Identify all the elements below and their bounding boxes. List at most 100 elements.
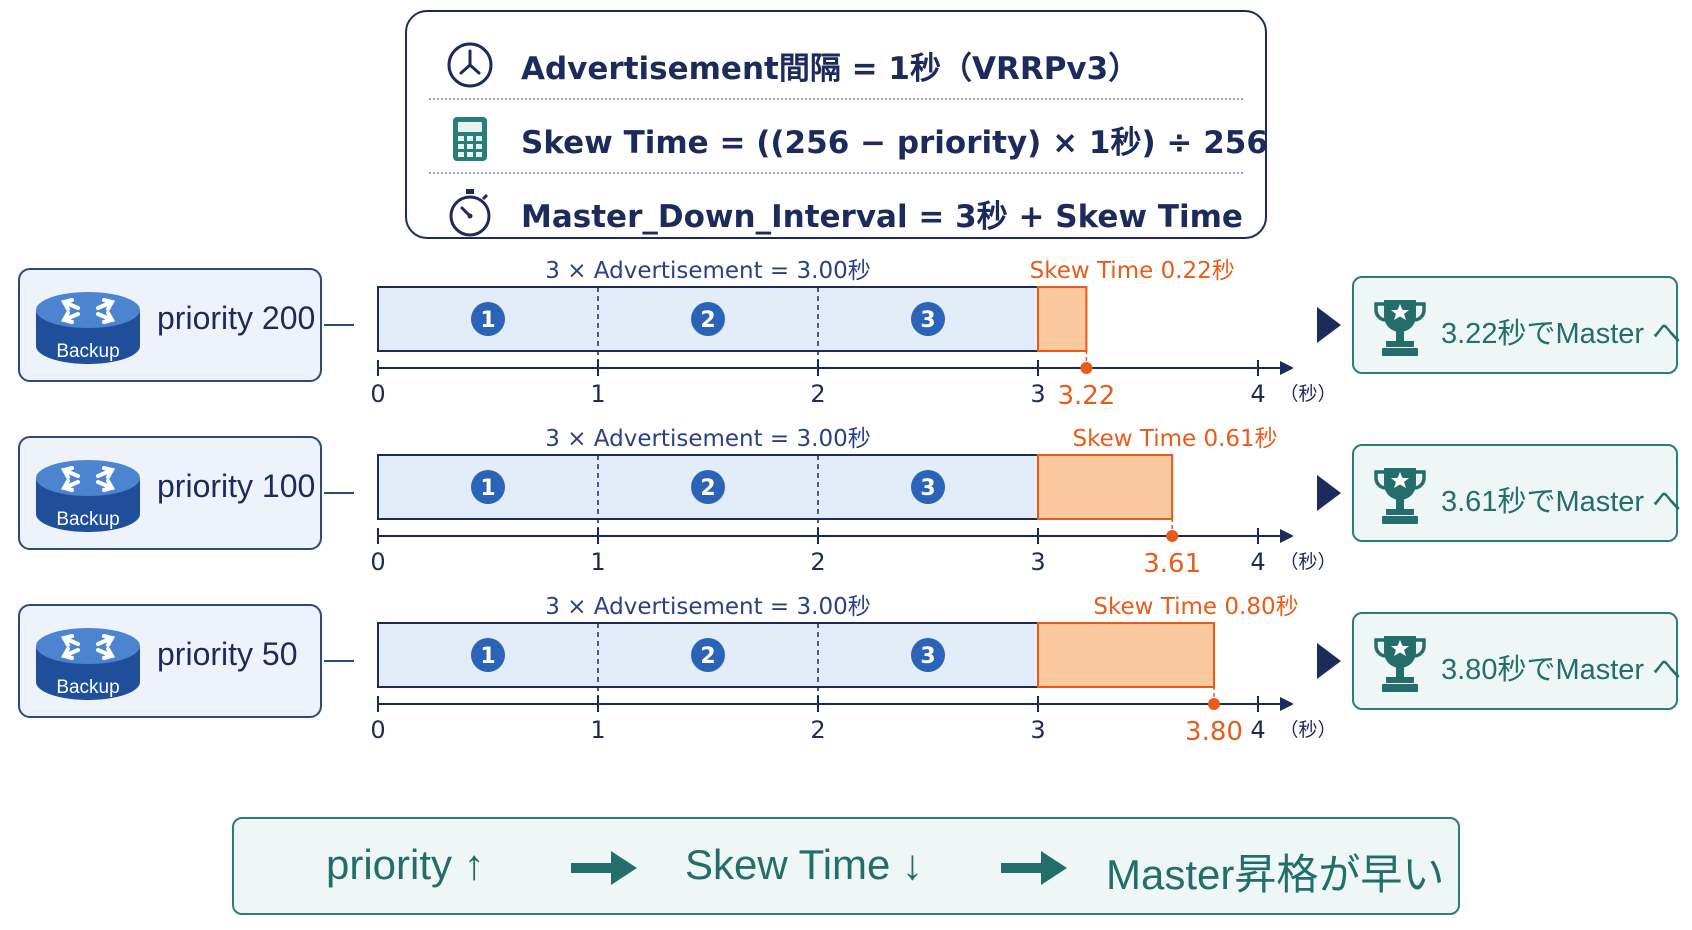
router-icon: Backup bbox=[36, 460, 140, 532]
router-box: Backup priority 50 bbox=[18, 604, 322, 718]
formula-text: Skew Time = ((256 − priority) × 1秒) ÷ 25… bbox=[521, 124, 1268, 161]
axis-tick-label: 2 bbox=[810, 716, 825, 744]
priority-label: priority 50 bbox=[157, 636, 298, 672]
connector-line bbox=[324, 660, 354, 662]
segment-number-circle bbox=[911, 638, 945, 672]
skew-time-label: Skew Time 0.61秒 bbox=[1073, 426, 1278, 452]
axis-tick-label: 3 bbox=[1030, 716, 1045, 744]
skew-time-bar bbox=[1037, 622, 1215, 688]
segment-number: 1 bbox=[480, 476, 495, 501]
summary-skew-time: Skew Time ↓ bbox=[685, 841, 924, 888]
router-label: Backup bbox=[56, 509, 119, 530]
play-arrow-icon bbox=[1317, 307, 1341, 343]
advertisement-label: 3 × Advertisement = 3.00秒 bbox=[545, 258, 870, 284]
segment-number: 2 bbox=[700, 644, 715, 669]
segment-number-circle bbox=[471, 470, 505, 504]
end-time-label: 3.22 bbox=[1057, 381, 1115, 411]
connector-line bbox=[324, 492, 354, 494]
formula-master-down: Master_Down_Interval = 3秒 + Skew Time bbox=[407, 176, 1265, 250]
skew-time-bar bbox=[1037, 454, 1174, 520]
timeline-chart: 3 × Advertisement = 3.00秒 Skew Time 0.80秒… bbox=[370, 594, 1336, 747]
formula-advertisement: Advertisement間隔 = 1秒（VRRPv3） bbox=[407, 28, 1265, 102]
segment-number: 2 bbox=[700, 308, 715, 333]
summary-box: priority ↑ Skew Time ↓ Master昇格が早い bbox=[232, 817, 1460, 915]
play-arrow-icon bbox=[1317, 475, 1341, 511]
router-label: Backup bbox=[56, 341, 119, 362]
router-box: Backup priority 100 bbox=[18, 436, 322, 550]
result-text: 3.61秒でMaster へ bbox=[1441, 486, 1682, 518]
formula-text: Master_Down_Interval = 3秒 + Skew Time bbox=[521, 198, 1243, 235]
segment-number: 3 bbox=[920, 644, 935, 669]
calculator-icon bbox=[453, 117, 487, 161]
priority-label: priority 200 bbox=[157, 300, 316, 336]
segment-number-circle bbox=[471, 638, 505, 672]
axis-tick-label: 1 bbox=[590, 716, 605, 744]
segment-number-circle bbox=[691, 302, 725, 336]
axis-tick-label: 1 bbox=[590, 548, 605, 576]
formula-divider bbox=[429, 98, 1243, 100]
segment-number: 1 bbox=[480, 644, 495, 669]
end-time-marker bbox=[1166, 530, 1179, 542]
right-arrow-icon bbox=[1001, 851, 1067, 885]
axis-tick-label: 4 bbox=[1250, 548, 1265, 576]
axis-unit-label: （秒） bbox=[1279, 383, 1336, 405]
axis-tick-label: 1 bbox=[590, 380, 605, 408]
segment-number-circle bbox=[911, 470, 945, 504]
router-icon: Backup bbox=[36, 628, 140, 700]
axis-tick-label: 4 bbox=[1250, 380, 1265, 408]
formula-text: Advertisement間隔 = 1秒（VRRPv3） bbox=[521, 50, 1140, 87]
axis-unit-label: （秒） bbox=[1279, 719, 1336, 741]
formula-divider bbox=[429, 172, 1243, 174]
segment-number: 3 bbox=[920, 476, 935, 501]
axis-tick-label: 0 bbox=[370, 548, 385, 576]
result-box: 3.61秒でMaster へ bbox=[1352, 444, 1682, 542]
segment-number: 2 bbox=[700, 476, 715, 501]
skew-time-bar bbox=[1037, 286, 1088, 352]
axis-arrowhead bbox=[1280, 529, 1294, 543]
axis-tick-label: 0 bbox=[370, 380, 385, 408]
summary-priority: priority ↑ bbox=[326, 841, 485, 888]
axis-arrowhead bbox=[1280, 361, 1294, 375]
summary-result: Master昇格が早い bbox=[1106, 851, 1445, 898]
trophy-icon bbox=[1374, 300, 1426, 356]
segment-number: 1 bbox=[480, 308, 495, 333]
end-time-label: 3.80 bbox=[1185, 717, 1243, 747]
axis-tick-label: 4 bbox=[1250, 716, 1265, 744]
end-time-marker bbox=[1080, 362, 1093, 374]
segment-number: 3 bbox=[920, 308, 935, 333]
end-time-marker bbox=[1208, 698, 1220, 710]
segment-number-circle bbox=[691, 638, 725, 672]
right-arrow-icon bbox=[571, 851, 637, 885]
stopwatch-icon bbox=[449, 189, 491, 237]
advertisement-label: 3 × Advertisement = 3.00秒 bbox=[545, 594, 870, 620]
result-text: 3.80秒でMaster へ bbox=[1441, 654, 1682, 686]
trophy-icon bbox=[1374, 636, 1426, 692]
skew-time-label: Skew Time 0.80秒 bbox=[1093, 594, 1298, 620]
formula-box: Advertisement間隔 = 1秒（VRRPv3） Skew Time =… bbox=[405, 10, 1268, 239]
result-box: 3.22秒でMaster へ bbox=[1352, 276, 1682, 374]
timeline-chart: 3 × Advertisement = 3.00秒 Skew Time 0.22秒… bbox=[370, 258, 1336, 411]
axis-tick-label: 2 bbox=[810, 380, 825, 408]
play-arrow-icon bbox=[1317, 643, 1341, 679]
segment-number-circle bbox=[471, 302, 505, 336]
clock-icon bbox=[447, 42, 493, 88]
axis-unit-label: （秒） bbox=[1279, 551, 1336, 573]
segment-number-circle bbox=[691, 470, 725, 504]
segment-number-circle bbox=[911, 302, 945, 336]
skew-time-label: Skew Time 0.22秒 bbox=[1030, 258, 1235, 284]
router-label: Backup bbox=[56, 677, 119, 698]
axis-tick-label: 2 bbox=[810, 548, 825, 576]
axis-tick-label: 3 bbox=[1030, 548, 1045, 576]
axis-arrowhead bbox=[1280, 697, 1294, 711]
formula-skew-time: Skew Time = ((256 − priority) × 1秒) ÷ 25… bbox=[407, 102, 1268, 176]
result-box: 3.80秒でMaster へ bbox=[1352, 612, 1682, 710]
result-text: 3.22秒でMaster へ bbox=[1441, 318, 1682, 350]
router-box: Backup priority 200 bbox=[18, 268, 322, 382]
axis-tick-label: 0 bbox=[370, 716, 385, 744]
router-icon: Backup bbox=[36, 292, 140, 364]
axis-tick-label: 3 bbox=[1030, 380, 1045, 408]
trophy-icon bbox=[1374, 468, 1426, 524]
connector-line bbox=[324, 324, 354, 326]
priority-label: priority 100 bbox=[157, 468, 316, 504]
